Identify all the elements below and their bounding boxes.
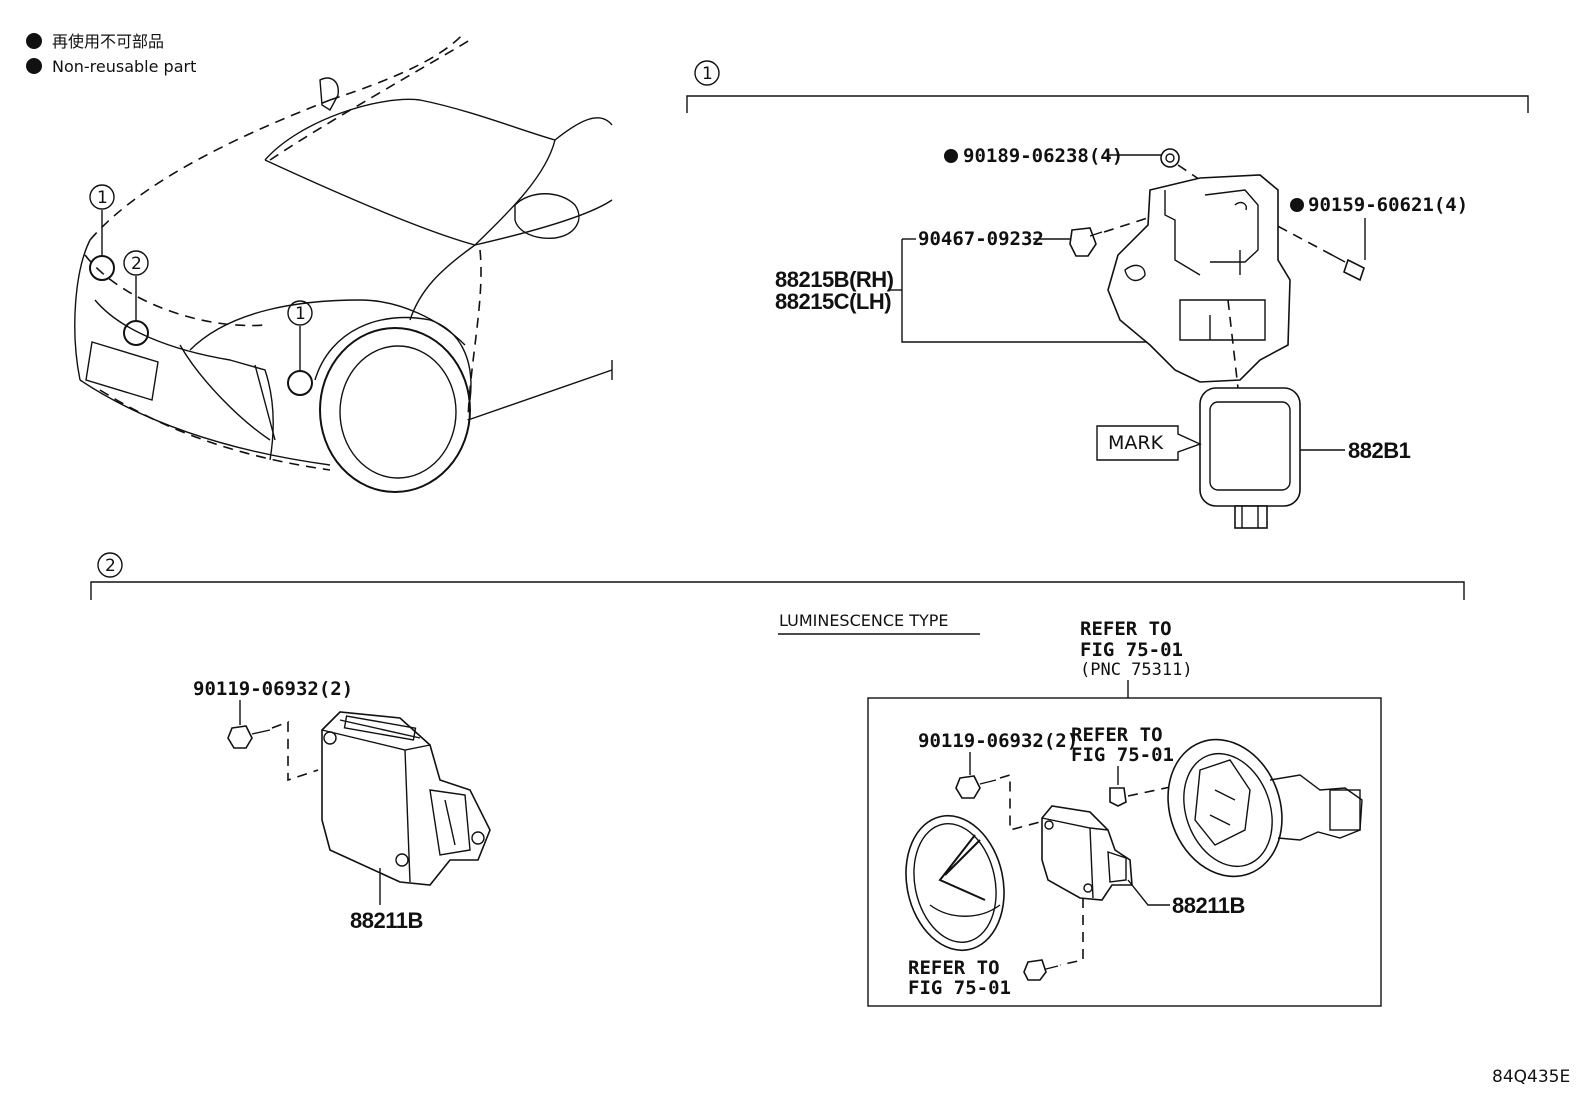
refer-top-line1: REFER TO [1080,618,1172,640]
part-number-bolt-left: 90119-06932(2) [193,678,353,700]
emblem-part [905,814,1005,952]
part-number-sensor-882b1: 882B1 [1348,438,1411,463]
luminescence-box [867,697,1382,1007]
section-1: 1 90189-06238(4) 90159-60621(4) 90467-09… [686,60,1529,529]
part-number-nut: 90189-06238(4) [963,145,1123,167]
mark-label: MARK [1108,432,1164,454]
bolt-left-part [227,725,271,749]
screw-part [1331,254,1365,282]
sensor-bracket-part [1107,174,1291,383]
lamp-housing-part [1167,738,1363,878]
refer-bottom-line2: FIG 75-01 [908,977,1011,999]
refer-mid-line2: FIG 75-01 [1071,744,1174,766]
non-reusable-dot-icon [26,33,42,49]
section-1-number: 1 [702,64,713,84]
sensor-88211b-left-part [321,711,491,886]
nut-part [1160,148,1180,168]
clip-lum-part [1109,787,1127,807]
refer-top-line2: FIG 75-01 [1080,639,1183,661]
part-number-sensor-left: 88211B [350,908,423,933]
car-front-illustration: 1 2 1 [74,31,613,493]
callout-two-label: 2 [131,254,142,274]
section-2: 2 90119-06932(2) 88211B LUMINESCENCE TYP… [90,552,1465,1007]
legend-english: Non-reusable part [52,57,196,76]
refer-mid-line1: REFER TO [1071,724,1163,746]
legend: 再使用不可部品 Non-reusable part [26,32,196,76]
bolt-lum-part [955,775,997,799]
bolt-bottom-part [1023,959,1059,981]
clip-part [1069,227,1103,257]
luminescence-type-title: LUMINESCENCE TYPE [779,611,949,630]
non-reusable-dot-icon [1290,198,1304,212]
part-number-clip: 90467-09232 [918,228,1044,250]
sensor-88211b-lum-part [1041,805,1133,901]
part-number-sensor-lum: 88211B [1172,893,1245,918]
part-number-bracket-rh: 88215B(RH) [775,267,894,292]
section-2-number: 2 [105,556,116,576]
refer-top-line3: (PNC 75311) [1080,660,1193,680]
part-number-bracket-lh: 88215C(LH) [775,289,891,314]
part-number-screw: 90159-60621(4) [1308,194,1468,216]
callout-one-label: 1 [97,188,108,208]
non-reusable-dot-icon [26,58,42,74]
sensor-882b1-part [1199,387,1301,529]
figure-code: 84Q435E [1492,1067,1570,1087]
callout-one-label: 1 [295,304,306,324]
non-reusable-dot-icon [944,149,958,163]
part-number-bolt-lum: 90119-06932(2) [918,730,1078,752]
legend-japanese: 再使用不可部品 [52,32,164,51]
refer-bottom-line1: REFER TO [908,957,1000,979]
mark-callout: MARK [1096,425,1202,461]
